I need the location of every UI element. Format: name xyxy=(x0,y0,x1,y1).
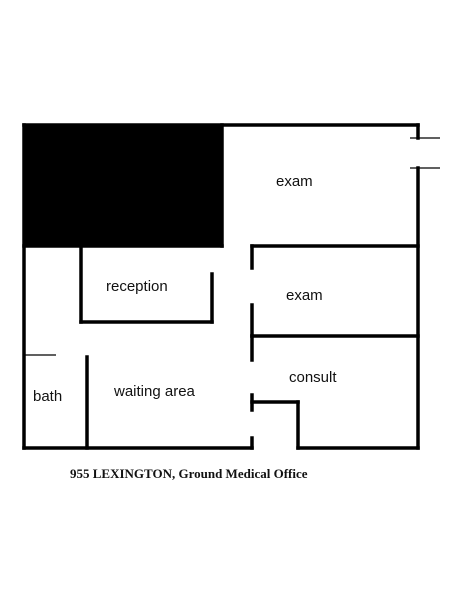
label-bath: bath xyxy=(33,388,62,405)
plan-caption: 955 LEXINGTON, Ground Medical Office xyxy=(70,466,308,481)
label-reception: reception xyxy=(106,278,168,295)
label-consult: consult xyxy=(289,369,337,386)
blocked-area xyxy=(24,125,222,246)
label-exam-top: exam xyxy=(276,173,313,190)
label-waiting-area: waiting area xyxy=(113,383,196,400)
label-exam-middle: exam xyxy=(286,287,323,304)
